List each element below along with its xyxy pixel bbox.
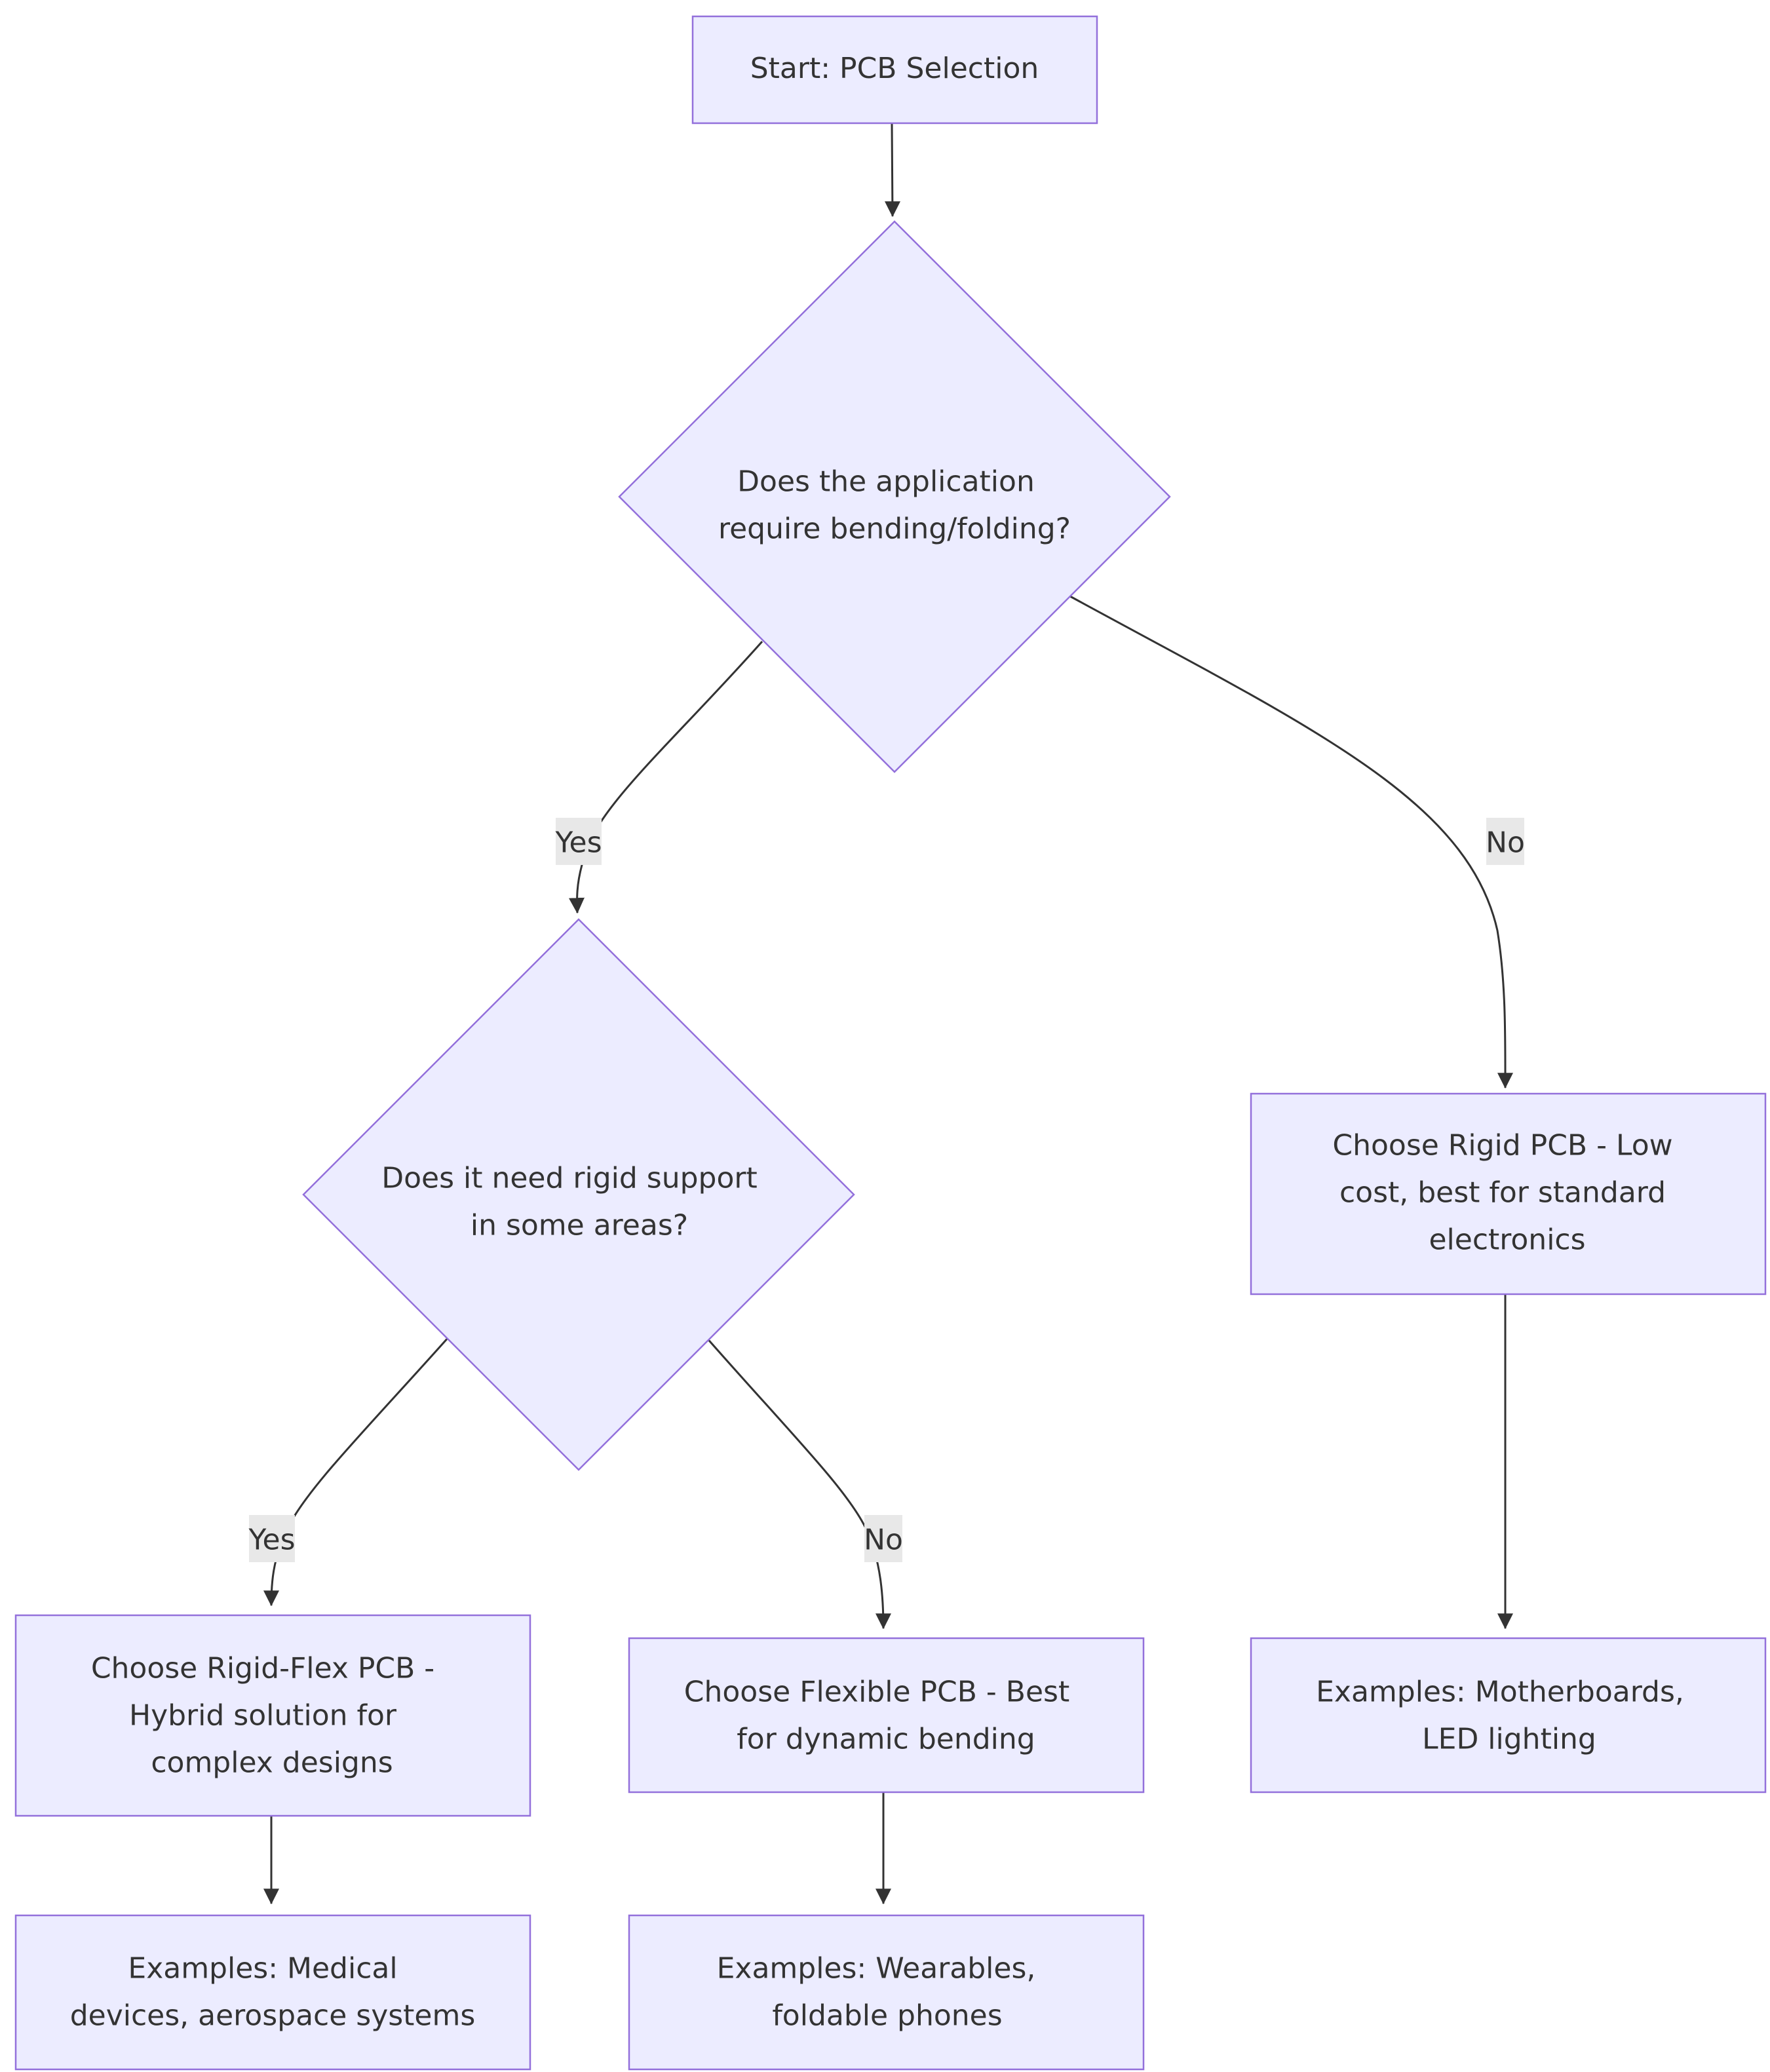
edge-label-text: Yes [248,1524,295,1557]
edge-label-bend-no: No [1486,818,1525,865]
edge-label-rigid-yes: Yes [248,1515,296,1562]
edge-rigid-question-yes [263,1336,450,1607]
node-flexible-pcb: Choose Flexible PCB - Best for dynamic b… [628,1637,1145,1794]
node-examples-rigid-label: Examples: Motherboards, LED lighting [1316,1666,1693,1756]
edge-bend-question-yes [569,641,763,914]
node-decision-rigid-support: Does it need rigid support in some areas… [302,918,855,1471]
node-rigid-flex-pcb: Choose Rigid-Flex PCB - Hybrid solution … [14,1614,531,1817]
edge-rigid-question-no [704,1336,891,1630]
node-rigid-pcb-label: Choose Rigid PCB - Low cost, best for st… [1332,1119,1682,1257]
node-examples-flexible: Examples: Wearables, foldable phones [628,1914,1145,2071]
edge-label-rigid-no: No [864,1515,903,1562]
edge-label-text: Yes [554,826,602,860]
edge-label-bend-yes: Yes [554,818,602,865]
node-rigid-pcb: Choose Rigid PCB - Low cost, best for st… [1250,1092,1767,1295]
edge-start-to-bend-question [884,123,900,218]
node-examples-rigid-flex: Examples: Medical devices, aerospace sys… [14,1914,531,2071]
edge-label-text: No [864,1524,903,1557]
node-examples-flexible-label: Examples: Wearables, foldable phones [717,1942,1045,2033]
edge-bend-question-no [1069,595,1514,1089]
node-start: Start: PCB Selection [691,15,1098,125]
node-rigid-flex-pcb-label: Choose Rigid-Flex PCB - Hybrid solution … [91,1642,444,1780]
edge-labels: Yes No Yes No [248,818,1525,1562]
node-decision-rigid-support-label: Does it need rigid support in some areas… [381,1152,767,1242]
node-examples-rigid: Examples: Motherboards, LED lighting [1250,1637,1767,1794]
node-start-label: Start: PCB Selection [750,52,1039,85]
node-decision-bending-label: Does the application require bending/fol… [718,455,1071,546]
node-flexible-pcb-label: Choose Flexible PCB - Best for dynamic b… [684,1666,1079,1756]
edge-label-text: No [1486,826,1525,860]
node-decision-bending: Does the application require bending/fol… [618,220,1171,773]
node-examples-rigid-flex-label: Examples: Medical devices, aerospace sys… [70,1942,476,2033]
edges [263,123,1514,1905]
nodes: Start: PCB Selection Does the applicatio… [14,15,1767,2071]
